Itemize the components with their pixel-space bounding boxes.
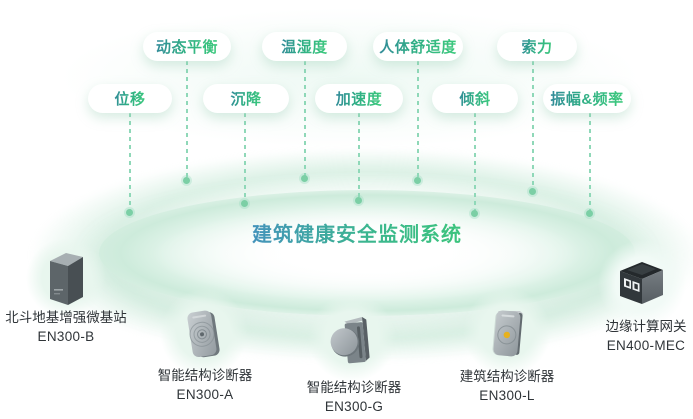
sensor-tag-label: 沉降 — [230, 88, 261, 109]
connector-line — [532, 61, 534, 191]
device-en300-l-image — [492, 310, 524, 357]
connector-dot — [586, 210, 593, 217]
device-model: EN300-A — [176, 387, 234, 402]
device-label-en300-l: 建筑结构诊断器 EN300-L — [422, 367, 592, 405]
sensor-tag-label: 索力 — [521, 36, 552, 57]
device-label-en400-mec: 边缘计算网关 EN400-MEC — [561, 317, 693, 355]
sensor-tag-dynamic-balance: 动态平衡 — [143, 32, 231, 61]
sensor-tag-label: 倾斜 — [459, 88, 490, 109]
device-name: 建筑结构诊断器 — [459, 369, 555, 384]
connector-line — [186, 61, 188, 180]
device-name: 北斗地基增强微基站 — [5, 310, 127, 325]
sensor-tag-temp-humidity: 温湿度 — [262, 32, 347, 61]
device-name: 智能结构诊断器 — [157, 368, 253, 383]
device-name: 智能结构诊断器 — [306, 380, 402, 395]
connector-line — [304, 61, 306, 178]
sensor-tag-tilt: 倾斜 — [432, 84, 518, 113]
connector-dot — [241, 200, 248, 207]
sensor-tag-label: 振幅&频率 — [550, 88, 623, 109]
sensor-tag-label: 动态平衡 — [156, 36, 218, 57]
connector-dot — [183, 177, 190, 184]
connector-line — [589, 113, 591, 213]
connector-dot — [126, 209, 133, 216]
device-model: EN400-MEC — [606, 338, 686, 353]
connector-dot — [414, 177, 421, 184]
device-en300-a-image — [187, 310, 220, 358]
sensor-tag-amp-frequency: 振幅&频率 — [543, 84, 631, 113]
sensor-tag-settlement: 沉降 — [203, 84, 289, 113]
sensor-tag-label: 温湿度 — [281, 36, 328, 57]
inner-glow-ellipse — [152, 206, 582, 302]
connector-dot — [471, 210, 478, 217]
connector-line — [358, 113, 360, 200]
device-label-en300-a: 智能结构诊断器 EN300-A — [120, 366, 290, 404]
device-model: EN300-L — [479, 388, 535, 403]
sensor-tag-label: 加速度 — [336, 88, 383, 109]
device-model: EN300-B — [37, 329, 95, 344]
sensor-tag-cable-force: 索力 — [497, 32, 577, 61]
device-model: EN300-G — [324, 399, 384, 414]
sensor-tag-acceleration: 加速度 — [315, 84, 403, 113]
connector-line — [244, 113, 246, 203]
sensor-tag-displacement: 位移 — [88, 84, 172, 113]
device-name: 边缘计算网关 — [605, 319, 687, 334]
connector-dot — [301, 175, 308, 182]
connector-dot — [529, 188, 536, 195]
device-label-en300-g: 智能结构诊断器 EN300-G — [269, 378, 439, 416]
sensor-tag-human-comfort: 人体舒适度 — [373, 32, 463, 61]
top-glow-background — [60, 8, 640, 148]
device-en300-b-image — [50, 253, 83, 305]
connector-line — [474, 113, 476, 213]
connector-line — [417, 61, 419, 180]
device-en300-g-image — [330, 317, 370, 364]
connector-dot — [355, 197, 362, 204]
sensor-tag-label: 人体舒适度 — [379, 36, 457, 57]
device-en400-mec-image — [620, 262, 663, 304]
device-label-en300-b: 北斗地基增强微基站 EN300-B — [0, 308, 151, 346]
system-title: 建筑健康安全监测系统 — [252, 218, 462, 247]
connector-line — [129, 113, 131, 212]
sensor-tag-label: 位移 — [114, 88, 145, 109]
